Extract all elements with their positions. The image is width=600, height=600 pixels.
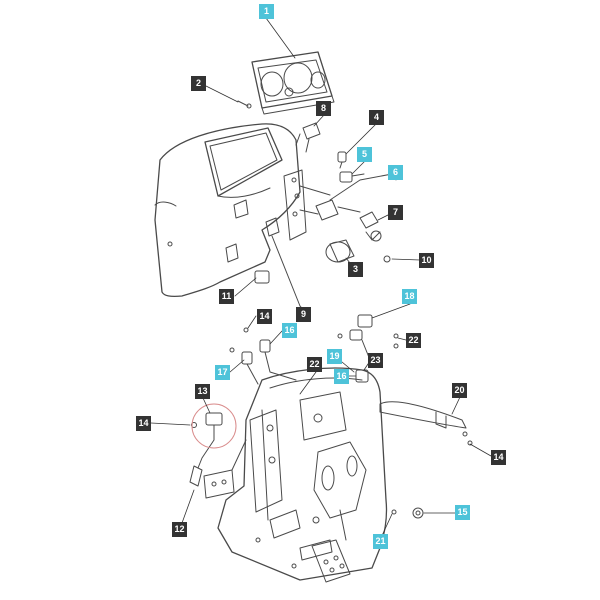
callout-12: 12 xyxy=(172,522,187,537)
switch-5 xyxy=(339,171,365,183)
callout-22-right: 22 xyxy=(406,333,421,348)
pedal-support-frame xyxy=(217,367,388,581)
callout-18: 18 xyxy=(402,289,417,304)
callout-3: 3 xyxy=(348,262,363,277)
callout-2: 2 xyxy=(191,76,206,91)
callout-19: 19 xyxy=(327,349,342,364)
callout-17: 17 xyxy=(215,365,230,380)
ignition-switch xyxy=(315,173,393,229)
callout-10: 10 xyxy=(419,253,434,268)
instrument-cluster xyxy=(251,51,335,115)
callout-4: 4 xyxy=(369,110,384,125)
callout-22-center: 22 xyxy=(307,357,322,372)
callout-1: 1 xyxy=(259,4,274,19)
relays-and-connectors xyxy=(241,314,373,385)
key-switch-8 xyxy=(295,122,321,153)
switch-11 xyxy=(254,270,270,284)
callout-16-upper: 16 xyxy=(282,323,297,338)
screw-2 xyxy=(237,100,252,109)
callout-9: 9 xyxy=(296,307,311,322)
brake-master-cylinder xyxy=(313,441,367,541)
callout-5: 5 xyxy=(357,147,372,162)
switch-13-and-cable-12 xyxy=(189,403,237,487)
leader-lines xyxy=(150,17,492,541)
callout-13: 13 xyxy=(195,384,210,399)
left-pedal xyxy=(203,439,247,499)
callout-15: 15 xyxy=(455,505,470,520)
callout-6: 6 xyxy=(388,165,403,180)
callout-23: 23 xyxy=(368,353,383,368)
callout-21: 21 xyxy=(373,534,388,549)
callout-8: 8 xyxy=(316,101,331,116)
callout-14-left: 14 xyxy=(136,416,151,431)
switch-9 xyxy=(265,217,301,307)
hardware-fasteners xyxy=(191,327,473,515)
callout-20: 20 xyxy=(452,383,467,398)
part-3-assembly xyxy=(325,230,382,263)
nut-15 xyxy=(412,507,424,519)
callout-7: 7 xyxy=(388,205,403,220)
dashboard-cowl xyxy=(154,123,331,298)
bulb-4 xyxy=(337,151,347,169)
callout-11: 11 xyxy=(219,289,234,304)
callout-16-center: 16 xyxy=(334,369,349,384)
callout-14-upper: 14 xyxy=(257,309,272,324)
tube-20 xyxy=(379,401,467,429)
right-pedal xyxy=(311,539,351,583)
washer-10 xyxy=(383,255,391,263)
callout-14-right: 14 xyxy=(491,450,506,465)
